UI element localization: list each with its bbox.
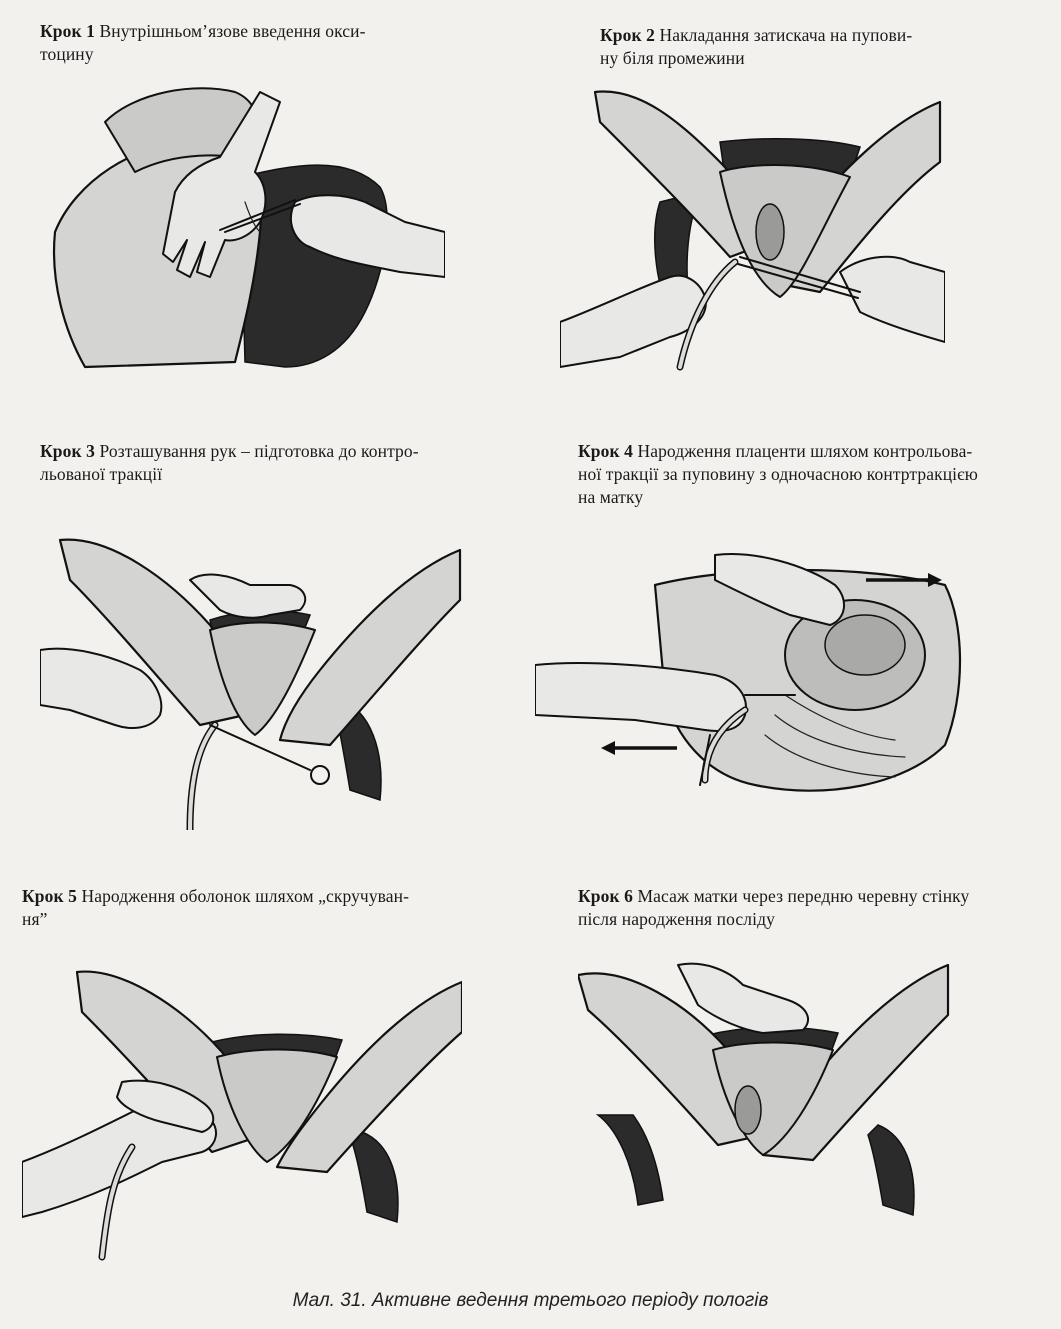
traction-arrow-left-icon — [597, 738, 677, 758]
step-3-text-line2: льованої тракції — [40, 464, 163, 484]
step-2-text-line2: ну біля промежини — [600, 48, 745, 68]
step-6-text-line1: Масаж матки через передню черевну стінку — [637, 886, 970, 906]
step-6-text-line2: після народження посліду — [578, 909, 775, 929]
step-2-label: Крок 2 — [600, 25, 655, 45]
step-3-caption: Крок 3 Розташування рук – підготовка до … — [40, 440, 540, 486]
step-2-illustration — [560, 82, 945, 372]
step-3-illustration — [40, 530, 470, 830]
step-1-text-line2: тоцину — [40, 44, 94, 64]
step-4-text-line2: ної тракції за пуповину з одночасною кон… — [578, 464, 978, 484]
step-4-text-line1: Народження плаценти шляхом контрольова- — [637, 441, 973, 461]
step-4-label: Крок 4 — [578, 441, 633, 461]
step-4-illustration — [535, 545, 965, 810]
step-6-label: Крок 6 — [578, 886, 633, 906]
step-2-caption: Крок 2 Накладання затискача на пупови- н… — [600, 24, 1060, 70]
figure-caption: Мал. 31. Активне ведення третього період… — [292, 1290, 769, 1311]
step-1-illustration — [45, 82, 445, 372]
step-1-caption: Крок 1 Внутрішньом’язове введення окси- … — [40, 20, 520, 66]
step-4-text-line3: на матку — [578, 487, 644, 507]
step-6-caption: Крок 6 Масаж матки через передню черевну… — [578, 885, 1058, 931]
step-1-text-line1: Внутрішньом’язове введення окси- — [99, 21, 366, 41]
step-5-text-line2: ня” — [22, 909, 48, 929]
step-4-caption: Крок 4 Народження плаценти шляхом контро… — [578, 440, 1058, 509]
step-2-text-line1: Накладання затискача на пупови- — [659, 25, 913, 45]
traction-arrow-right-icon — [866, 570, 946, 590]
step-5-label: Крок 5 — [22, 886, 77, 906]
step-1-label: Крок 1 — [40, 21, 95, 41]
step-6-illustration — [578, 955, 1018, 1245]
step-3-label: Крок 3 — [40, 441, 95, 461]
step-5-text-line1: Народження оболонок шляхом „скручуван- — [81, 886, 410, 906]
step-5-caption: Крок 5 Народження оболонок шляхом „скруч… — [22, 885, 522, 931]
step-3-text-line1: Розташування рук – підготовка до контро- — [99, 441, 419, 461]
step-5-illustration — [22, 962, 462, 1262]
